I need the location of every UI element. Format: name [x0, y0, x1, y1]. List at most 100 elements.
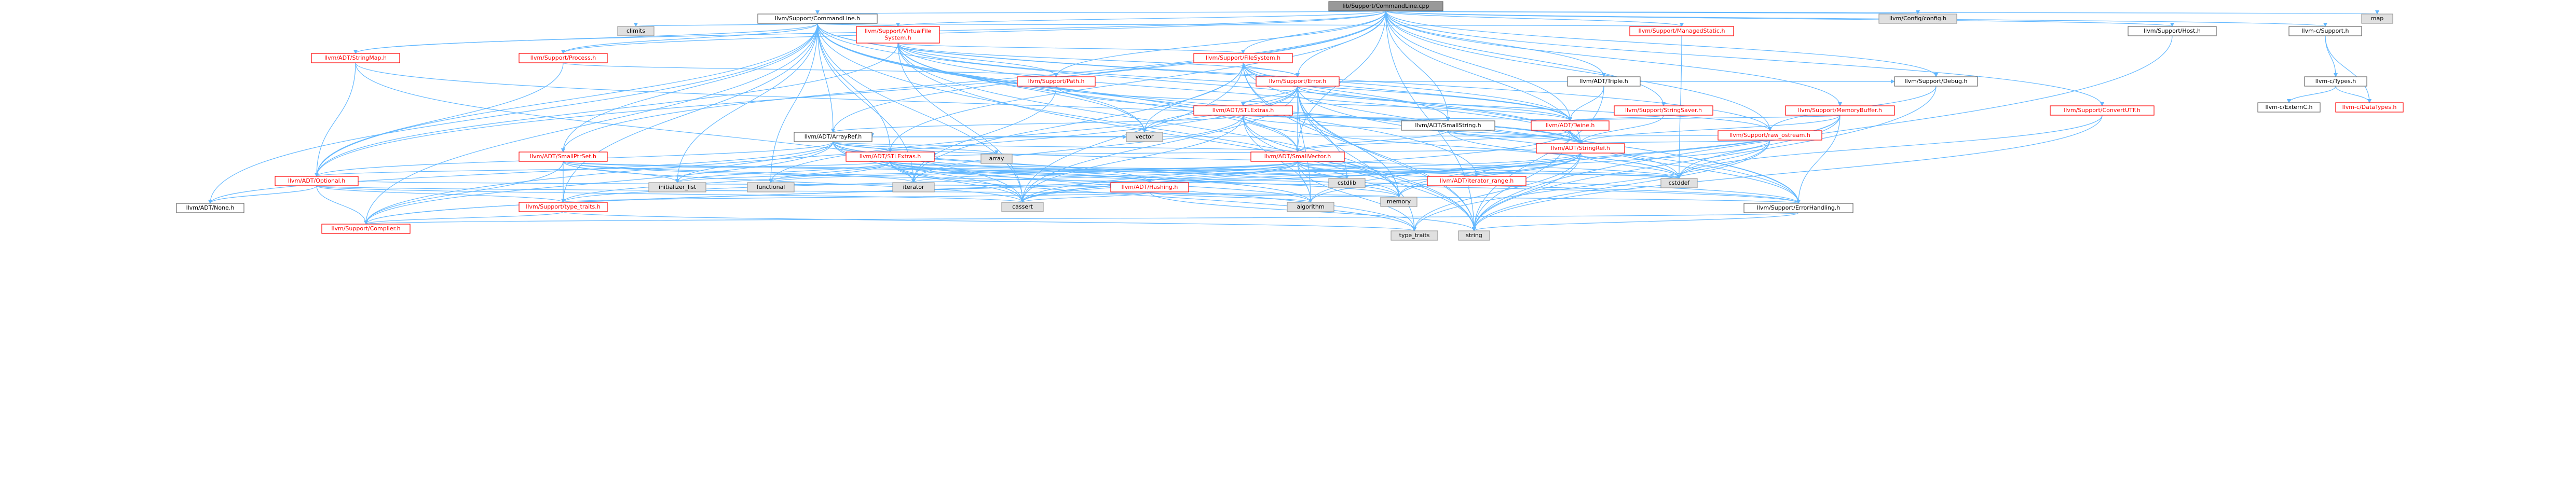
- node-arrayref[interactable]: llvm/ADT/ArrayRef.h: [794, 132, 873, 142]
- node-box: [1193, 105, 1293, 116]
- node-convertutf[interactable]: llvm/Support/ConvertUTF.h: [2050, 105, 2155, 116]
- node-stlextras[interactable]: llvm/ADT/STLExtras.h: [846, 151, 935, 162]
- node-box: [1250, 151, 1345, 162]
- node-climits: climits: [617, 26, 655, 36]
- node-cl[interactable]: llvm/Support/CommandLine.h: [757, 13, 878, 24]
- node-box: [2050, 105, 2155, 116]
- node-smallptrset[interactable]: llvm/ADT/SmallPtrSet.h: [519, 151, 608, 162]
- dependency-edge-stlextras-to-typetraits: [561, 161, 891, 203]
- dependency-edge-smallvector-to-cassert: [1020, 161, 1298, 203]
- node-strsaver[interactable]: llvm/Support/StringSaver.h: [1614, 105, 1713, 116]
- dependency-edge-cl-to-arrayref: [817, 23, 835, 133]
- node-error[interactable]: llvm/Support/Error.h: [1256, 76, 1340, 87]
- dependency-edge-host-to-string: [1472, 35, 2173, 231]
- node-label: llvm/ADT/SmallString.h: [1415, 122, 1481, 129]
- dependency-edge-error-to-strext: [1241, 86, 1298, 106]
- node-label: llvm/Support/MemoryBuffer.h: [1798, 107, 1882, 114]
- node-host[interactable]: llvm/Support/Host.h: [2128, 26, 2217, 36]
- node-strmap[interactable]: llvm/ADT/StringMap.h: [311, 53, 400, 63]
- dependency-edge-smallvector-to-typetraitsstd: [1297, 161, 1416, 231]
- dependency-edge-smallvector-to-algorithm: [1297, 161, 1313, 203]
- node-box: [1458, 230, 1490, 241]
- node-box: [321, 224, 411, 234]
- dependency-edge-vfs-to-filesystem: [897, 43, 1245, 54]
- dependency-edge-strext-to-iterator: [911, 115, 1244, 183]
- dependency-edge-hashing-to-algorithm: [1149, 191, 1313, 203]
- node-label: llvm/Support/ManagedStatic.h: [1639, 27, 1725, 34]
- node-cexternc[interactable]: llvm-c/ExternC.h: [2257, 102, 2321, 113]
- dependency-edge-root-to-cfg: [1385, 10, 1919, 15]
- dependency-edge-root-to-strsaver: [1385, 10, 1666, 106]
- node-label: type_traits: [1399, 232, 1430, 239]
- node-label: llvm/Support/Compiler.h: [331, 225, 400, 232]
- dependency-edge-root-to-stlextras: [888, 10, 1386, 153]
- dependency-edge-smallvector-to-compiler: [364, 161, 1298, 225]
- node-label: llvm/Support/Process.h: [530, 54, 596, 61]
- node-smallstring[interactable]: llvm/ADT/SmallString.h: [1401, 120, 1495, 131]
- node-optional[interactable]: llvm/ADT/Optional.h: [275, 176, 359, 186]
- node-box: [1536, 143, 1625, 154]
- dependency-edge-typetraits-to-compiler: [364, 211, 564, 225]
- node-box: [1380, 197, 1418, 207]
- node-label: llvm-c/ExternC.h: [2265, 104, 2312, 111]
- node-csupport[interactable]: llvm-c/Support.h: [2288, 26, 2362, 36]
- dependency-edge-optional-to-typetraits: [316, 185, 565, 203]
- node-box: [1894, 76, 1978, 87]
- node-label: initializer_list: [659, 184, 697, 190]
- node-stringref[interactable]: llvm/ADT/StringRef.h: [1536, 143, 1625, 154]
- dependency-edge-stringref-to-memory: [1397, 153, 1581, 198]
- dependency-edge-cl-to-compiler: [364, 23, 818, 225]
- node-label: llvm-c/DataTypes.h: [2342, 104, 2397, 111]
- dependency-edge-triple-to-string: [1472, 86, 1604, 231]
- node-hashing[interactable]: llvm/ADT/Hashing.h: [1110, 182, 1189, 192]
- node-label: functional: [757, 184, 785, 190]
- node-label: llvm/Support/ConvertUTF.h: [2064, 107, 2141, 114]
- node-compiler[interactable]: llvm/Support/Compiler.h: [321, 224, 411, 234]
- node-typetraits[interactable]: llvm/Support/type_traits.h: [519, 202, 608, 212]
- node-ctypes[interactable]: llvm-c/Types.h: [2304, 76, 2367, 87]
- node-rawostream[interactable]: llvm/Support/raw_ostream.h: [1718, 130, 1822, 141]
- dependency-edge-root-to-optional: [315, 10, 1386, 177]
- dependency-edge-vfs-to-smallvector: [897, 43, 1300, 153]
- node-smallvector[interactable]: llvm/ADT/SmallVector.h: [1250, 151, 1345, 162]
- dependency-edge-root-to-mstatic: [1385, 10, 1684, 27]
- node-cdatatypes[interactable]: llvm-c/DataTypes.h: [2335, 102, 2404, 113]
- node-label: llvm/ADT/Twine.h: [1546, 122, 1595, 129]
- node-functional: functional: [747, 182, 795, 192]
- node-triple[interactable]: llvm/ADT/Triple.h: [1567, 76, 1641, 87]
- node-twine[interactable]: llvm/ADT/Twine.h: [1531, 120, 1610, 131]
- node-memorybuffer[interactable]: llvm/Support/MemoryBuffer.h: [1785, 105, 1895, 116]
- node-itrange[interactable]: llvm/ADT/iterator_range.h: [1427, 176, 1526, 186]
- node-errhandling[interactable]: llvm/Support/ErrorHandling.h: [1743, 203, 1853, 213]
- node-path[interactable]: llvm/Support/Path.h: [1017, 76, 1096, 87]
- node-root[interactable]: lib/Support/CommandLine.cpp: [1328, 1, 1443, 11]
- dependency-edge-stringref-to-string: [1472, 153, 1581, 231]
- node-memory: memory: [1380, 197, 1418, 207]
- node-none[interactable]: llvm/ADT/None.h: [176, 203, 244, 213]
- dependency-edge-cl-to-vfs: [817, 22, 900, 27]
- node-mstatic[interactable]: llvm/Support/ManagedStatic.h: [1629, 26, 1734, 36]
- node-box: [1567, 76, 1641, 87]
- dependency-edge-triple-to-twine: [1568, 86, 1604, 121]
- dependency-edge-arrayref-to-none: [208, 141, 834, 204]
- node-label: llvm/Support/raw_ostream.h: [1729, 132, 1810, 139]
- node-box: [2288, 26, 2362, 36]
- dependency-edge-root-to-filesystem: [1241, 10, 1386, 54]
- node-filesystem[interactable]: llvm/Support/FileSystem.h: [1193, 53, 1293, 63]
- node-layer: lib/Support/CommandLine.cpp llvm/Support/…: [176, 1, 2404, 241]
- node-label: array: [989, 155, 1004, 162]
- node-process[interactable]: llvm/Support/Process.h: [519, 53, 608, 63]
- node-strext[interactable]: llvm/ADT/STLExtras.h: [1193, 105, 1293, 116]
- node-box: [1001, 202, 1044, 212]
- node-label: llvm/ADT/STLExtras.h: [860, 153, 921, 160]
- dependency-edge-cl-to-none: [208, 23, 818, 204]
- dependency-edge-filesystem-to-twine: [1243, 62, 1572, 121]
- node-box: [2257, 102, 2321, 113]
- dependency-edge-smallstring-to-stringref: [1448, 130, 1583, 144]
- node-debug[interactable]: llvm/Support/Debug.h: [1894, 76, 1978, 87]
- dependency-edge-stringref-to-cstddef: [1580, 153, 1681, 179]
- dependency-edge-smallvector-to-initlist: [675, 161, 1298, 183]
- node-label: llvm/Support/Host.h: [2144, 27, 2201, 34]
